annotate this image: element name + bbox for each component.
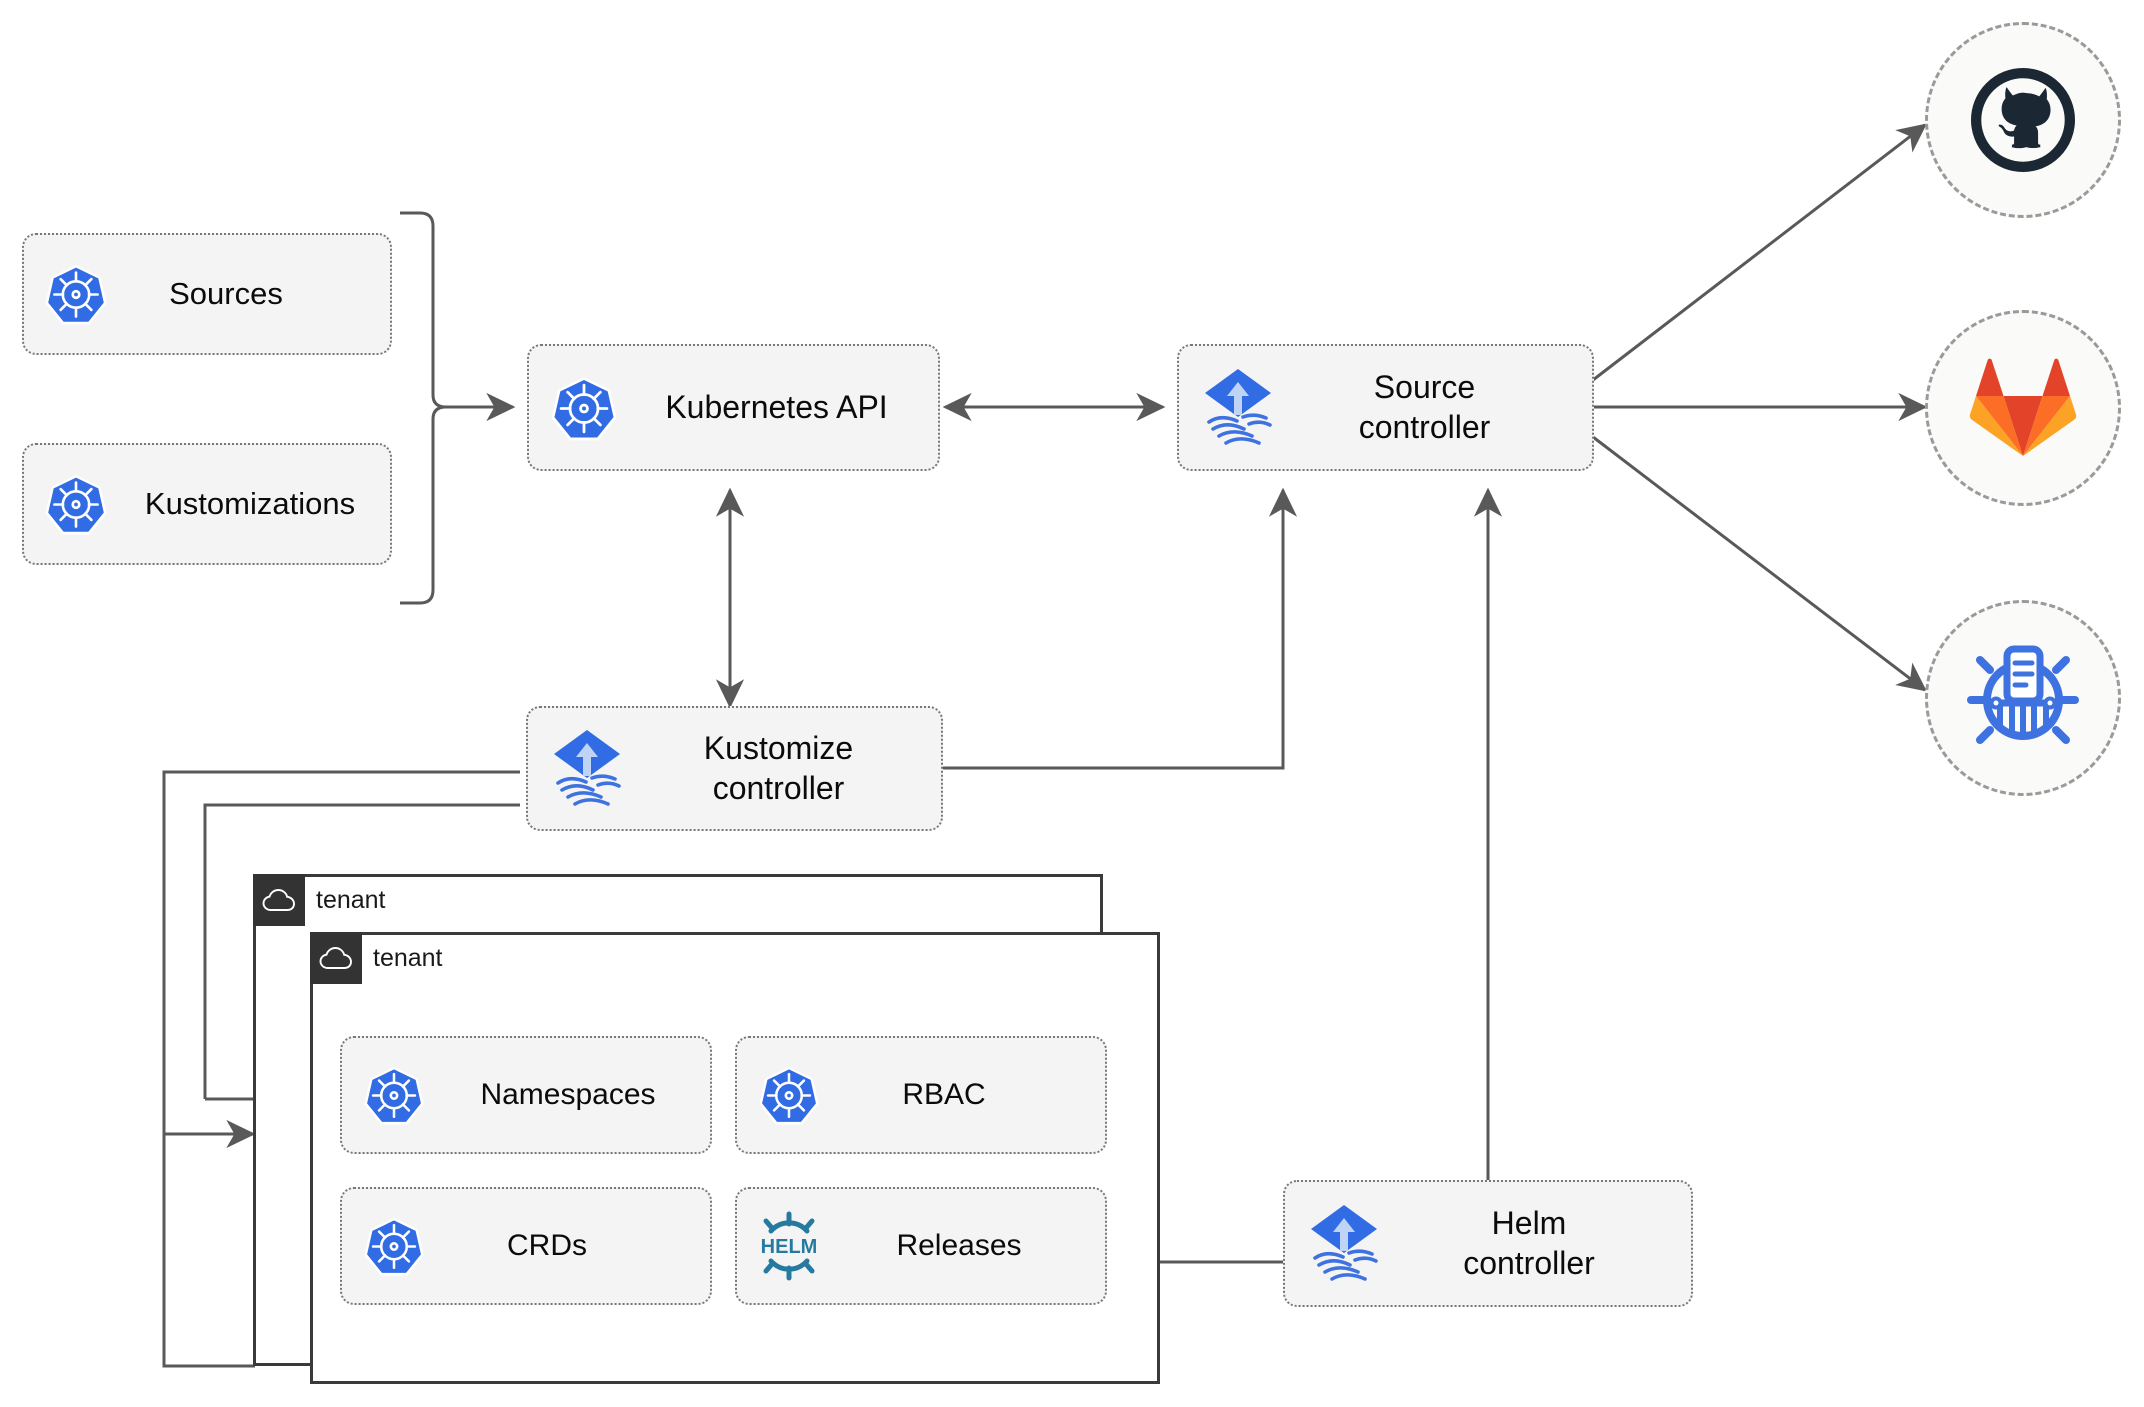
flux-icon xyxy=(528,727,646,811)
kubernetes-glyph xyxy=(364,1217,424,1276)
node-label: CRDs xyxy=(507,1228,587,1262)
node-releases[interactable]: HELM Releases xyxy=(735,1187,1107,1305)
kubernetes-icon xyxy=(342,1064,446,1126)
kubernetes-icon xyxy=(342,1215,446,1277)
tenant-label-2: tenant xyxy=(373,943,443,972)
provider-helm-repository[interactable] xyxy=(1925,600,2121,796)
kubernetes-glyph xyxy=(364,1066,424,1125)
flux-glyph xyxy=(1311,1204,1378,1281)
node-label: Releases xyxy=(896,1228,1022,1262)
cloud-glyph xyxy=(319,947,352,969)
node-label: Kubernetes API xyxy=(665,388,888,425)
node-helm-controller[interactable]: Helm controller xyxy=(1283,1180,1693,1307)
node-namespaces[interactable]: Namespaces xyxy=(340,1036,712,1154)
cloud-glyph xyxy=(262,889,295,911)
flux-icon xyxy=(1179,366,1297,450)
node-label: Kustomizations xyxy=(144,486,356,522)
wire-source-to-github xyxy=(1592,123,1927,382)
node-label: Helm controller xyxy=(1463,1205,1595,1281)
wire-source-to-helm-repo xyxy=(1592,435,1927,692)
node-label: RBAC xyxy=(902,1077,986,1111)
flux-glyph xyxy=(1205,368,1272,445)
kubernetes-icon xyxy=(24,262,128,326)
node-sources[interactable]: Sources xyxy=(22,233,392,355)
gitlab-icon xyxy=(1969,358,2077,456)
flux-glyph xyxy=(554,729,621,806)
tenant-label-1: tenant xyxy=(316,885,386,914)
cloud-icon xyxy=(310,932,362,984)
node-source-controller[interactable]: Source controller xyxy=(1177,344,1594,471)
node-rbac[interactable]: RBAC xyxy=(735,1036,1107,1154)
helm-repository-icon xyxy=(1967,645,2079,744)
provider-gitlab[interactable] xyxy=(1925,310,2121,506)
flux-icon xyxy=(1285,1202,1403,1286)
svg-text:HELM: HELM xyxy=(761,1236,818,1258)
node-label: Sources xyxy=(169,276,283,312)
kubernetes-icon xyxy=(24,472,128,536)
kubernetes-glyph xyxy=(551,376,617,440)
node-crds[interactable]: CRDs xyxy=(340,1187,712,1305)
node-kubernetes-api[interactable]: Kubernetes API xyxy=(527,344,940,471)
provider-github[interactable] xyxy=(1925,22,2121,218)
node-kustomizations[interactable]: Kustomizations xyxy=(22,443,392,565)
kubernetes-glyph xyxy=(45,265,107,325)
tenant-container-2[interactable]: tenant xyxy=(310,932,1160,1384)
kubernetes-glyph xyxy=(759,1066,819,1125)
node-kustomize-controller[interactable]: Kustomize controller xyxy=(526,706,943,831)
grouping-brace xyxy=(400,211,447,605)
wire-kustomize-to-source xyxy=(942,487,1298,770)
node-label: Source controller xyxy=(1358,369,1491,445)
cloud-icon xyxy=(253,874,305,926)
node-label: Kustomize controller xyxy=(703,730,854,806)
kubernetes-icon xyxy=(737,1064,841,1126)
helm-icon: HELM xyxy=(737,1211,841,1281)
node-label: Namespaces xyxy=(480,1077,656,1111)
github-icon xyxy=(1971,68,2075,172)
kubernetes-icon xyxy=(529,374,639,442)
kubernetes-glyph xyxy=(45,475,107,535)
helm-glyph: HELM xyxy=(761,1211,818,1281)
